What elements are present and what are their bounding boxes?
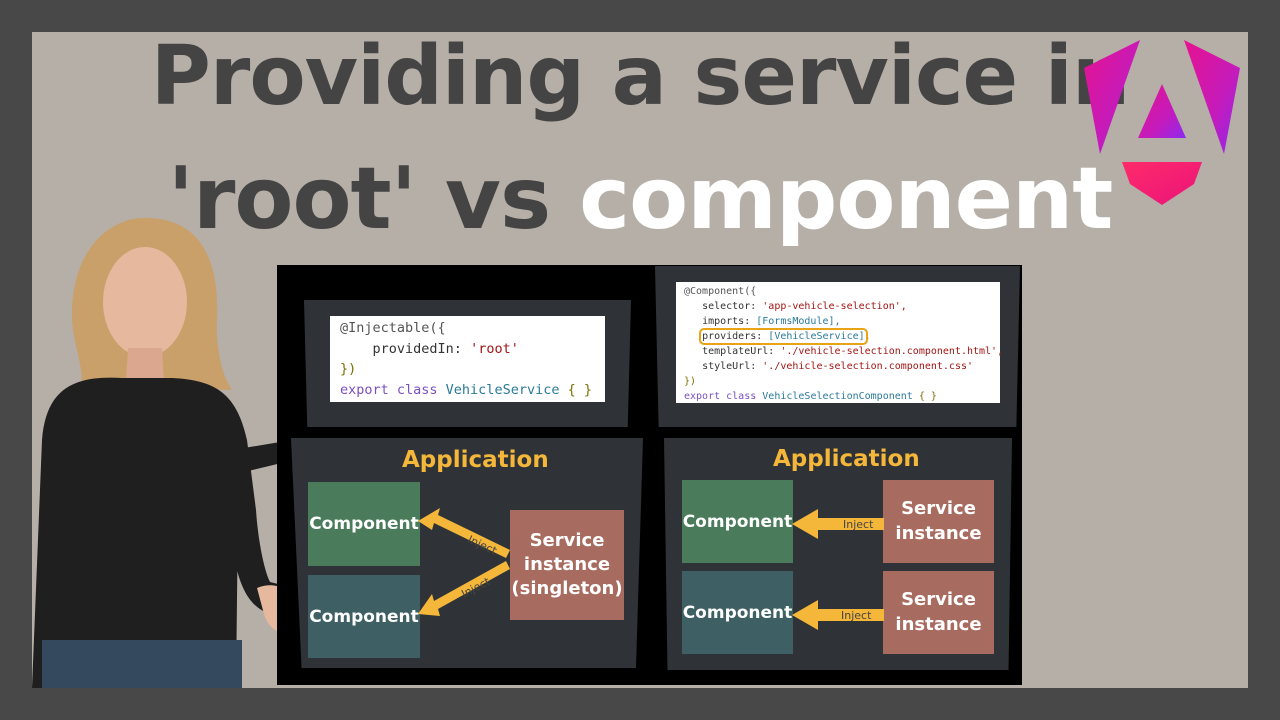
code-line: providedIn: 'root' bbox=[340, 339, 605, 360]
code-line: selector: 'app-vehicle-selection', bbox=[684, 299, 1000, 314]
service-text: Service bbox=[901, 589, 976, 611]
title-root-vs: 'root' vs bbox=[167, 149, 552, 249]
component-service-top: Service instance bbox=[883, 480, 994, 563]
code-key: templateUrl: bbox=[702, 346, 781, 357]
code-key: styleUrl: bbox=[702, 361, 763, 372]
code-line: @Injectable({ bbox=[340, 318, 605, 339]
code-line: providers: [VehicleService], bbox=[684, 328, 1000, 345]
code-string: 'root' bbox=[470, 340, 519, 357]
service-text: (singleton) bbox=[511, 578, 623, 600]
component-app-label: Application bbox=[773, 446, 920, 472]
code-punctuation: }) bbox=[340, 361, 357, 377]
code-key: providedIn: bbox=[372, 340, 471, 357]
component-code-snippet: @Component({ selector: 'app-vehicle-sele… bbox=[676, 282, 1004, 404]
code-keyword: export class bbox=[684, 391, 763, 402]
code-class-name: VehicleSelectionComponent bbox=[762, 391, 913, 402]
code-key: selector: bbox=[702, 301, 763, 312]
code-line: }) bbox=[684, 374, 1000, 389]
code-line: styleUrl: './vehicle-selection.component… bbox=[684, 359, 1000, 374]
root-component-top: Component bbox=[308, 482, 420, 566]
code-line: }) bbox=[340, 359, 605, 380]
service-text: instance bbox=[895, 613, 982, 635]
title-line-1: Providing a service in bbox=[150, 29, 1130, 124]
root-app-label: Application bbox=[402, 447, 549, 473]
code-punctuation: { } bbox=[912, 391, 937, 402]
code-class-name: VehicleService bbox=[445, 381, 560, 398]
code-string: './vehicle-selection.component.html', bbox=[780, 346, 1004, 357]
service-text: instance bbox=[523, 553, 611, 575]
code-key: providers: bbox=[702, 331, 769, 342]
code-string: './vehicle-selection.component.css' bbox=[762, 361, 973, 372]
component-component-bottom: Component bbox=[682, 571, 793, 654]
code-line: @Component({ bbox=[684, 284, 1000, 299]
code-keyword: export class bbox=[340, 381, 446, 398]
code-punctuation: , bbox=[864, 331, 871, 342]
code-decorator: @Injectable({ bbox=[340, 320, 446, 336]
root-component-bottom: Component bbox=[308, 575, 420, 658]
root-code-snippet: @Injectable({ providedIn: 'root'}) export… bbox=[330, 316, 605, 402]
code-class-name: [FormsModule], bbox=[756, 316, 841, 327]
service-text: Service bbox=[901, 498, 976, 520]
code-string: 'app-vehicle-selection', bbox=[762, 301, 907, 312]
service-text: Service bbox=[529, 529, 605, 551]
root-service-singleton: Service instance (singleton) bbox=[510, 510, 624, 620]
component-service-bottom: Service instance bbox=[883, 571, 994, 654]
code-line: export class VehicleSelectionComponent {… bbox=[684, 389, 1000, 404]
code-line: export class VehicleService { } bbox=[340, 380, 605, 401]
code-class-name: [VehicleService] bbox=[768, 331, 865, 342]
code-key: imports: bbox=[702, 316, 757, 327]
code-punctuation: }) bbox=[684, 376, 697, 387]
title-line-2: 'root' vs component bbox=[0, 156, 1280, 242]
presenter-photo bbox=[32, 217, 331, 688]
angular-logo-icon bbox=[1084, 40, 1240, 205]
code-line: imports: [FormsModule], bbox=[684, 314, 1000, 329]
code-punctuation: { } bbox=[559, 381, 592, 398]
component-component-top: Component bbox=[682, 480, 793, 563]
code-line: templateUrl: './vehicle-selection.compon… bbox=[684, 344, 1004, 359]
service-text: instance bbox=[895, 522, 982, 544]
code-decorator: @Component({ bbox=[684, 286, 757, 297]
providers-highlight: providers: [VehicleService] bbox=[699, 328, 868, 345]
title-component: component bbox=[579, 149, 1113, 249]
